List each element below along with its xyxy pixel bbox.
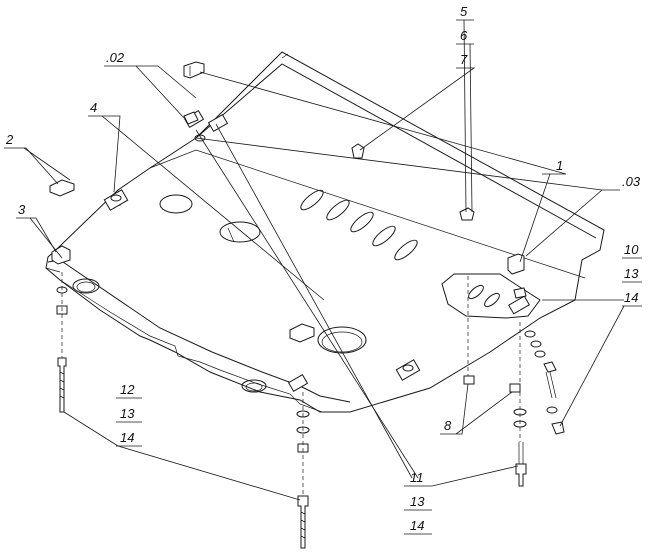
callout-14-left: 14	[120, 430, 134, 445]
callout-1: 1	[556, 158, 563, 173]
weld-nut	[207, 113, 229, 133]
slot	[326, 199, 350, 221]
callout-13-left: 13	[120, 406, 135, 421]
left-edge	[45, 267, 61, 273]
rear-flange-fold	[281, 53, 289, 59]
bolt	[551, 421, 565, 435]
bolt	[297, 495, 309, 549]
callout-02: .02	[106, 50, 125, 65]
bracket	[49, 179, 75, 197]
leader-lines	[4, 19, 642, 535]
callout-11: 11	[410, 470, 424, 485]
callout-2: 2	[5, 132, 14, 147]
callout-14-bottom: 14	[410, 518, 424, 533]
front-edge-lower	[59, 279, 323, 413]
slot	[484, 292, 500, 308]
ventilation-slots	[300, 189, 500, 308]
hole	[241, 379, 267, 393]
bracket	[459, 207, 475, 221]
washer	[530, 340, 542, 348]
callout-13-right: 13	[624, 266, 639, 281]
bolt-thread	[300, 511, 306, 539]
weld-nut	[287, 373, 309, 393]
callout-12: 12	[120, 382, 135, 397]
callout-13-bottom: 13	[410, 494, 425, 509]
weld-nuts	[103, 109, 530, 393]
callout-6: 6	[460, 28, 468, 43]
slot	[350, 211, 374, 233]
bracket	[507, 253, 525, 275]
slot	[468, 284, 484, 300]
brackets	[49, 61, 525, 343]
bracket	[289, 323, 315, 343]
washer	[534, 350, 546, 358]
nut	[513, 287, 527, 299]
weld-nut-bore	[402, 364, 414, 372]
right-mounting-pad	[441, 273, 541, 319]
bolt	[515, 463, 527, 487]
slot	[394, 239, 418, 261]
bolt	[57, 357, 67, 413]
skid-plate	[45, 51, 605, 413]
weld-nut	[395, 359, 421, 381]
bracket	[183, 61, 205, 79]
slot	[372, 225, 396, 247]
callout-8: 8	[444, 418, 452, 433]
weld-nut	[103, 189, 129, 211]
hole	[219, 221, 261, 243]
hole-inner	[245, 382, 263, 392]
callout-3: 3	[18, 202, 26, 217]
hole-inner	[76, 281, 96, 293]
rear-flange-edge	[195, 63, 597, 239]
washer	[524, 330, 536, 338]
callout-5: 5	[460, 4, 468, 19]
washer	[194, 134, 206, 142]
callout-03: .03	[622, 174, 641, 189]
front-bend-line	[47, 259, 351, 403]
bracket	[351, 143, 365, 159]
callout-4: 4	[90, 100, 97, 115]
weld-nut-bore	[110, 194, 122, 202]
hole	[72, 278, 100, 294]
bolt-thread	[59, 371, 65, 399]
slot	[300, 189, 324, 211]
access-holes	[72, 194, 367, 393]
weld-nut	[508, 295, 530, 315]
nut	[183, 111, 199, 125]
hole	[317, 326, 367, 354]
hole	[159, 194, 193, 214]
callout-14-right: 14	[624, 290, 638, 305]
nut	[543, 361, 557, 373]
nut	[509, 383, 521, 393]
nut	[463, 375, 475, 385]
bolt-shank	[545, 371, 557, 399]
hole-recess	[227, 227, 235, 243]
callout-10: 10	[624, 242, 639, 257]
center-bend-line	[149, 149, 586, 279]
callout-labels: .02 .03 1 2 3 4 5 6 7 8 10 13 14 11 13 1…	[5, 4, 641, 533]
callout-7: 7	[460, 52, 468, 67]
washer	[546, 406, 558, 414]
bolt-shank	[518, 442, 524, 464]
